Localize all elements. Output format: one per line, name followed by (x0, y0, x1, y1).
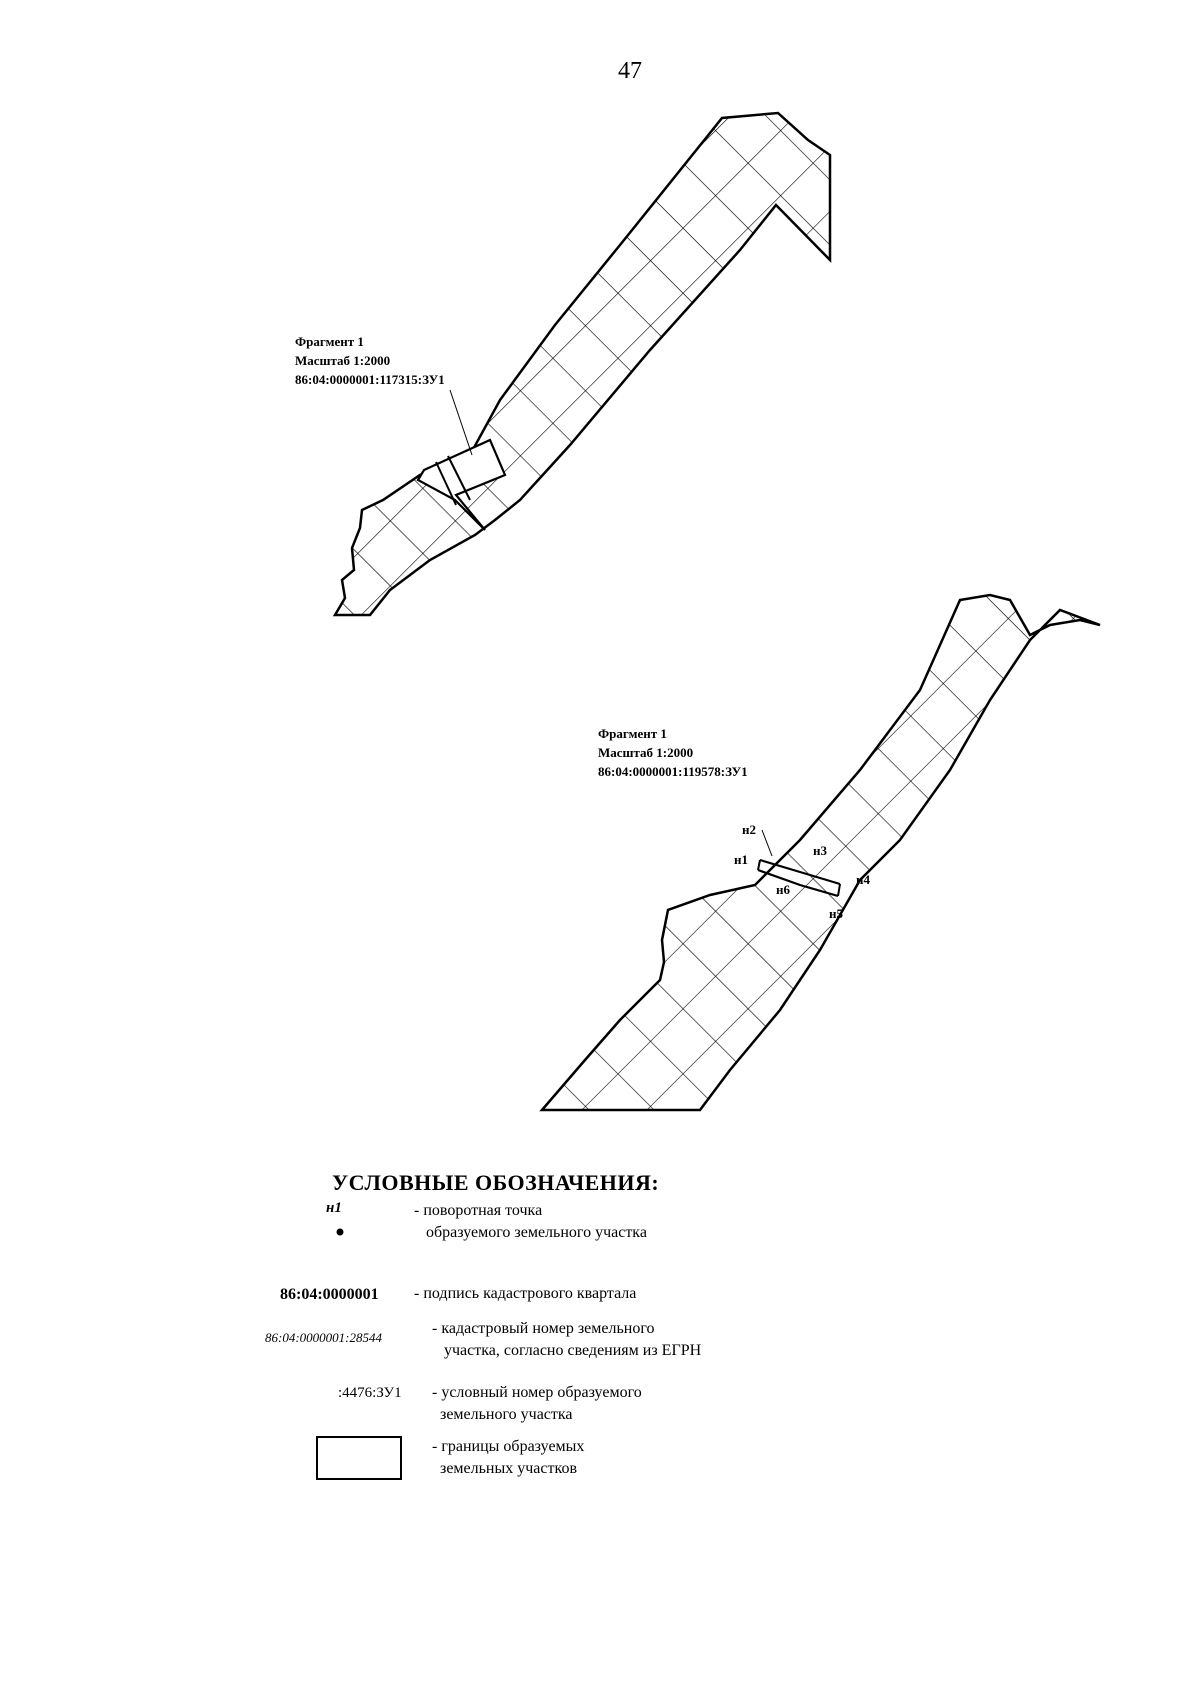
legend-key-point: н1 (326, 1200, 342, 1216)
legend-key-quarter: 86:04:0000001 (280, 1286, 379, 1303)
point-label-n3: н3 (813, 843, 827, 858)
legend-text-boundary-2: земельных участков (440, 1460, 577, 1477)
legend-key-conditional: :4476:ЗУ1 (338, 1385, 402, 1401)
fragment-2-cadastral-id: 86:04:0000001:119578:ЗУ1 (598, 764, 748, 779)
legend-text-boundary-1: - границы образуемых (432, 1438, 585, 1455)
legend-text-cadastral-1: - кадастровый номер земельного (432, 1320, 655, 1337)
legend-text-quarter: - подпись кадастрового квартала (414, 1285, 637, 1302)
fragment-1-drawing (332, 111, 832, 617)
point-label-n6: н6 (776, 882, 790, 897)
legend-text-cadastral-2: участка, согласно сведениям из ЕГРН (444, 1342, 702, 1359)
legend-text-point-2: образуемого земельного участка (426, 1224, 647, 1241)
point-label-n1: н1 (734, 852, 748, 867)
fragment-1-title: Фрагмент 1 (295, 334, 364, 349)
legend-key-cadastral: 86:04:0000001:28544 (265, 1330, 382, 1345)
legend-text-point-1: - поворотная точка (414, 1202, 543, 1219)
fragment-2-title: Фрагмент 1 (598, 726, 667, 741)
fragment-1-scale: Масштаб 1:2000 (295, 353, 391, 368)
point-label-n4: н4 (856, 872, 870, 887)
legend-point-dot (336, 1228, 344, 1236)
fragment-1-cadastral-id: 86:04:0000001:117315:ЗУ1 (295, 372, 445, 387)
fragment-1-parcel (332, 111, 832, 617)
fragment-2-drawing (539, 593, 1101, 1112)
fragment-2-parcel (539, 593, 1101, 1112)
point-label-n5: н5 (829, 906, 843, 921)
legend-title: УСЛОВНЫЕ ОБОЗНАЧЕНИЯ: (332, 1170, 660, 1195)
page-number: 47 (618, 58, 642, 84)
fragment-2-scale: Масштаб 1:2000 (598, 745, 694, 760)
legend-text-conditional-2: земельного участка (440, 1406, 573, 1423)
point-label-n2: н2 (742, 822, 756, 837)
legend-boundary-box (316, 1436, 402, 1480)
legend-text-conditional-1: - условный номер образуемого (432, 1384, 642, 1401)
